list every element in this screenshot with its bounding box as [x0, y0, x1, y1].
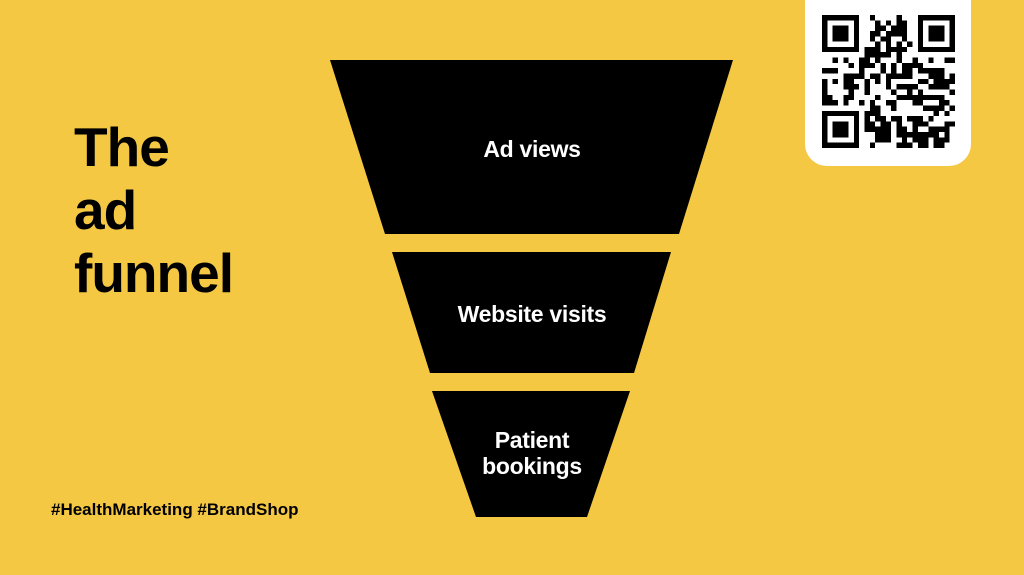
- stage-label-website-visits: Website visits: [458, 301, 607, 327]
- qr-code-icon: [822, 15, 955, 148]
- stage-label-line: Website visits: [457, 301, 607, 327]
- hashtags: #HealthMarketing #BrandShop: [51, 500, 299, 519]
- stage-label-line: Ad views: [483, 136, 581, 162]
- title-line: The: [74, 116, 170, 178]
- funnel-stage-patient-bookings: [432, 391, 630, 517]
- title-line: funnel: [74, 242, 234, 304]
- stage-label-line: Patient: [494, 427, 570, 453]
- funnel-stage-website-visits: [392, 252, 671, 373]
- slide-title: The ad funnel: [74, 116, 234, 305]
- stage-label-ad-views: Ad views: [483, 136, 581, 162]
- title-line: ad: [74, 179, 137, 241]
- stage-label-patient-bookings: Patient bookings: [482, 427, 582, 479]
- funnel-stage-ad-views: [330, 60, 733, 234]
- stage-label-line: bookings: [482, 453, 582, 479]
- qr-card: [805, 0, 971, 166]
